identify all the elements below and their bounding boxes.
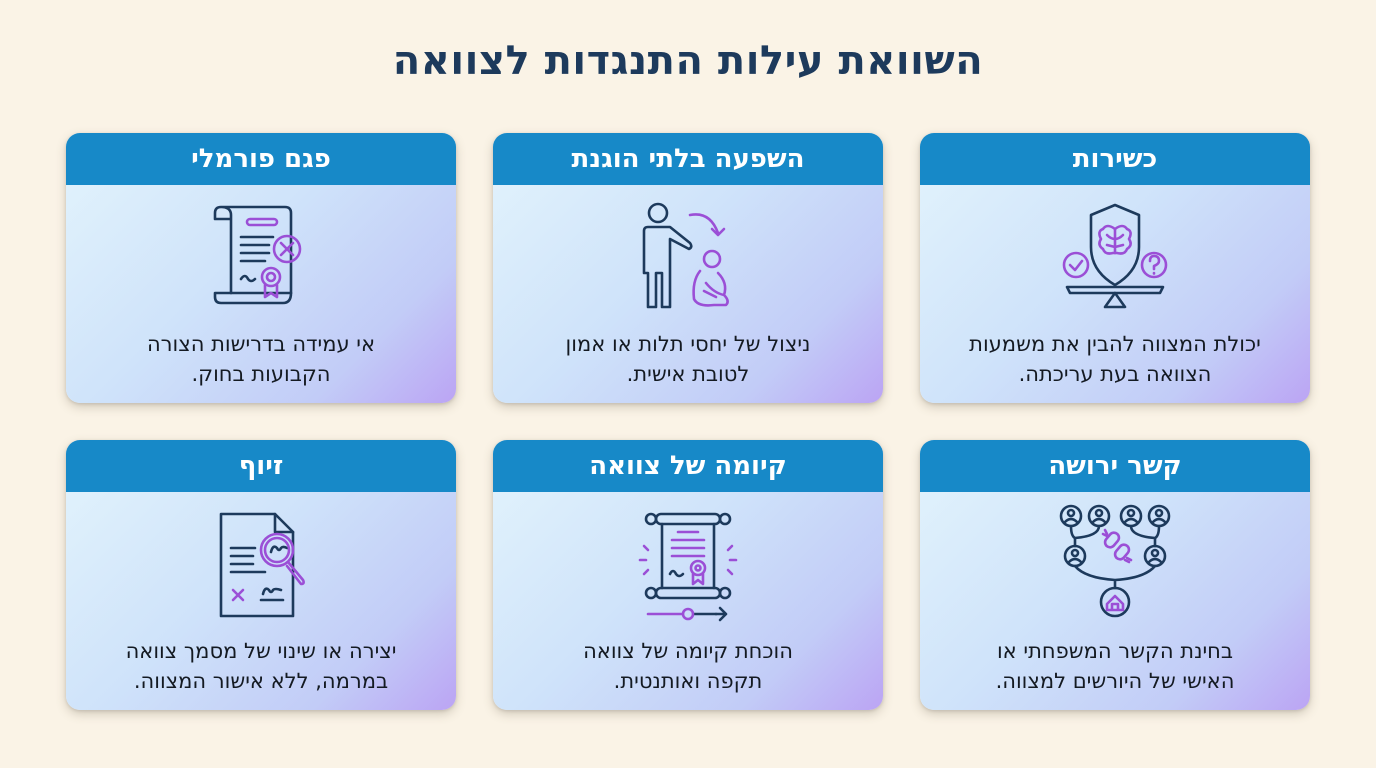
card-header: פגם פורמלי [66, 133, 456, 185]
description-line: תקפה ואותנטית. [613, 669, 763, 693]
card-will-existence: קיומה של צוואה הוכחת קי [493, 440, 883, 710]
family-tree-icon [1045, 504, 1185, 624]
card-header: כשירות [920, 133, 1310, 185]
card-header: קשר ירושה [920, 440, 1310, 492]
description-line: ניצול של יחסי תלות או אמון [565, 332, 811, 356]
page-title: השוואת עילות התנגדות לצוואה [392, 38, 984, 84]
card-description: בחינת הקשר המשפחתי או האישי של היורשים ל… [930, 636, 1300, 696]
description-line: לטובת אישית. [626, 362, 750, 386]
card-description: הוכחת קיומה של צוואה תקפה ואותנטית. [503, 636, 873, 696]
card-header: השפעה בלתי הוגנת [493, 133, 883, 185]
shield-brain-scale-icon [1045, 197, 1185, 317]
card-undue-influence: השפעה בלתי הוגנת ניצול של יחסי תלות או א… [493, 133, 883, 403]
description-line: בחינת הקשר המשפחתי או [996, 639, 1234, 663]
document-defect-icon [191, 197, 331, 317]
card-competence: כשירות יכולת המצווה להבין את משמעות הצוו… [920, 133, 1310, 403]
card-header: קיומה של צוואה [493, 440, 883, 492]
card-description: יכולת המצווה להבין את משמעות הצוואה בעת … [930, 329, 1300, 389]
description-line: הצוואה בעת עריכתה. [1018, 362, 1212, 386]
description-line: האישי של היורשים למצווה. [995, 669, 1235, 693]
card-header: זיוף [66, 440, 456, 492]
person-influence-icon [618, 197, 758, 317]
scroll-certificate-icon [618, 504, 758, 624]
description-line: הוכחת קיומה של צוואה [583, 639, 793, 663]
description-line: הקבועות בחוק. [191, 362, 331, 386]
card-inheritance-link: קשר ירושה בחינת הקשר המ [920, 440, 1310, 710]
card-forgery: זיוף יצירה או שינוי של מסמך צוואה במרמה,… [66, 440, 456, 710]
description-line: אי עמידה בדרישות הצורה [146, 332, 376, 356]
description-line: יכולת המצווה להבין את משמעות [969, 332, 1261, 356]
forgery-magnifier-icon [191, 504, 331, 624]
card-formal-defect: פגם פורמלי אי עמידה בדרישות הצורה הקבועו… [66, 133, 456, 403]
description-line: יצירה או שינוי של מסמך צוואה [125, 639, 397, 663]
card-description: ניצול של יחסי תלות או אמון לטובת אישית. [503, 329, 873, 389]
card-description: אי עמידה בדרישות הצורה הקבועות בחוק. [76, 329, 446, 389]
card-description: יצירה או שינוי של מסמך צוואה במרמה, ללא … [76, 636, 446, 696]
description-line: במרמה, ללא אישור המצווה. [133, 669, 389, 693]
